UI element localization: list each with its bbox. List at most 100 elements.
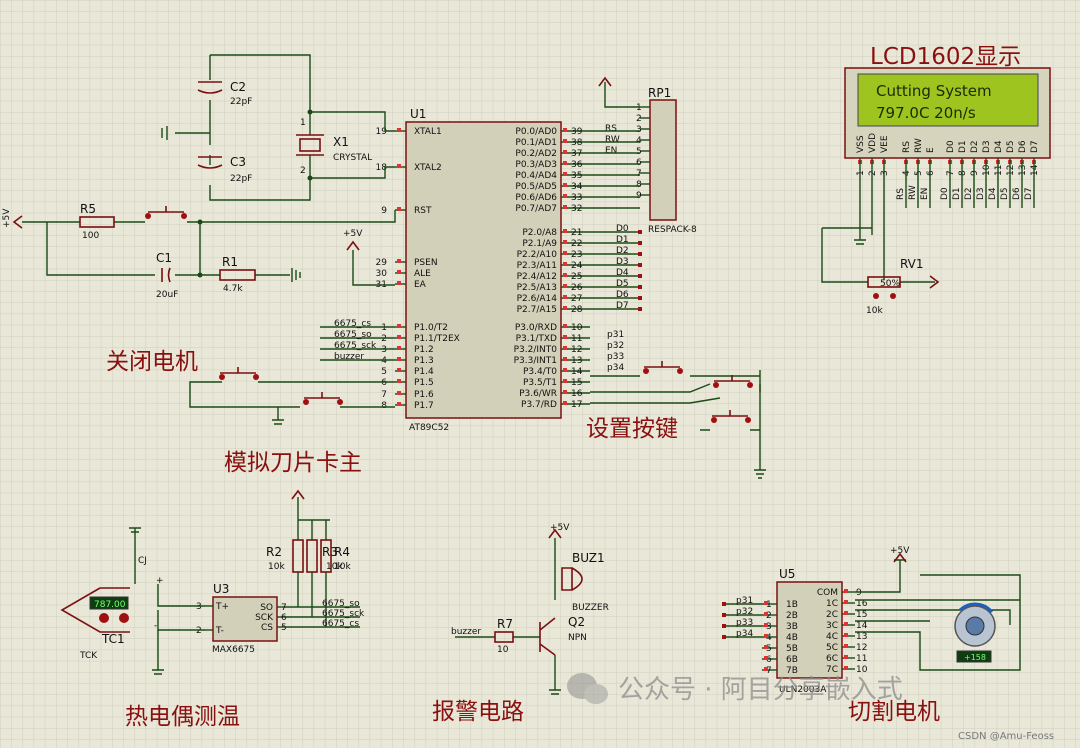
u1-pin-name-4: P1.3 <box>414 356 434 366</box>
r7-ref: R7 <box>497 617 513 631</box>
rp1-pin-3: 3 <box>636 125 642 135</box>
u1-pin-name-6: P1.5 <box>414 378 434 388</box>
u5-pin-num-14: 14 <box>856 621 868 631</box>
u1-pin-num-35: 35 <box>571 171 582 181</box>
u1-pin-num-8: 8 <box>381 401 387 411</box>
u1-pin-num-32: 32 <box>571 204 582 214</box>
rv1-ref: RV1 <box>900 257 924 271</box>
net-p0-EN: EN <box>605 146 617 156</box>
lcd-pin-num-4: 4 <box>902 170 912 176</box>
lcd-pin-num-2: 2 <box>868 170 878 176</box>
u1-pin-num-38: 38 <box>571 138 583 148</box>
r5-value: 100 <box>82 231 99 241</box>
u1-pin-num-2: 2 <box>381 334 387 344</box>
u1-pin-name-21: P2.0/A8 <box>522 228 557 238</box>
label-alarm: 报警电路 <box>432 699 524 725</box>
net-p2-D0: D0 <box>616 224 629 234</box>
u5-pin-num-12: 12 <box>856 643 867 653</box>
u1-pin-num-13: 13 <box>571 356 582 366</box>
rp1-pin-2: 2 <box>636 114 642 124</box>
lcd-pin-num-12: 12 <box>1006 165 1016 176</box>
u1-pin-num-7: 7 <box>381 390 387 400</box>
u1-pin-name-2: P1.1/T2EX <box>414 334 460 344</box>
max-net-6675_cs: 6675_cs <box>322 619 359 629</box>
net-p3-p31: p31 <box>607 330 624 340</box>
tc1-reading: 787.00 <box>94 600 126 610</box>
wechat-logo <box>567 673 608 704</box>
u1-ref: U1 <box>410 107 426 121</box>
net-p2-D2: D2 <box>616 246 629 256</box>
u1-pin-name-11: P3.1/TXD <box>516 334 557 344</box>
u1-pin-name-9: RST <box>414 206 432 216</box>
u1-pin-name-22: P2.1/A9 <box>522 239 557 249</box>
u1-pin-name-13: P3.3/INT1 <box>514 356 557 366</box>
stop-motor-buttons[interactable] <box>189 367 395 425</box>
u1-pin-name-24: P2.3/A11 <box>517 261 557 271</box>
u5-pin-num-9: 9 <box>856 588 862 598</box>
lcd-net-D3: D3 <box>976 187 986 200</box>
rv1-value: 10k <box>866 306 883 316</box>
u1-pin-name-27: P2.6/A14 <box>517 294 558 304</box>
u5-pin-num-2: 2 <box>766 611 772 621</box>
lcd-pin-name-D5: D5 <box>1006 140 1016 153</box>
u1-right-pins: 39P0.0/AD038P0.1/AD137P0.2/AD236P0.3/AD3… <box>514 127 590 410</box>
setting-keys[interactable] <box>590 361 766 479</box>
net-p2-D1: D1 <box>616 235 629 245</box>
u1-pin-name-31: EA <box>414 280 427 290</box>
u5-part: ULN2003A <box>779 685 827 695</box>
lcd-net-D2: D2 <box>964 187 974 200</box>
r1-ref: R1 <box>222 255 238 269</box>
lcd-net-D4: D4 <box>988 187 998 200</box>
lcd-pin-num-9: 9 <box>970 170 980 176</box>
net-p2-D3: D3 <box>616 257 629 267</box>
label-cut-motor: 切割电机 <box>848 699 940 725</box>
u1-pin-num-16: 16 <box>571 389 583 399</box>
reset-section[interactable]: +5V R5 100 C1 20uF R1 4.7k <box>2 202 396 300</box>
u5-pin-name-1B: 1B <box>786 600 798 610</box>
u1-pin-num-34: 34 <box>571 182 583 192</box>
uln-net-p32: p32 <box>736 607 753 617</box>
alarm-section[interactable]: +5V BUZ1 BUZZER R7 10 buzzer Q2 NPN <box>451 523 609 695</box>
u3-pin-name-2: T- <box>215 626 224 636</box>
u1-pin-name-33: P0.6/AD6 <box>515 193 557 203</box>
u1-pin-num-24: 24 <box>571 261 583 271</box>
u1-pin-name-3: P1.2 <box>414 345 434 355</box>
u5-pin-name-6B: 6B <box>786 655 798 665</box>
u5-pin-num-3: 3 <box>766 622 772 632</box>
rp1-pin-6: 6 <box>636 158 642 168</box>
lcd-pin-num-7: 7 <box>946 170 956 176</box>
u5-pin-num-1: 1 <box>766 600 772 610</box>
tc1-ref: TC1 <box>101 632 125 646</box>
motor-vcc-label: +5V <box>890 546 910 556</box>
ea-vcc-label: +5V <box>343 229 363 239</box>
u1-pin-name-35: P0.4/AD4 <box>515 171 557 181</box>
q2-part: NPN <box>568 633 587 643</box>
label-thermocouple: 热电偶测温 <box>125 704 240 730</box>
rp1-pin-5: 5 <box>636 147 642 157</box>
rp1-part: RESPACK-8 <box>648 225 697 235</box>
crystal-section[interactable]: C2 22pF C3 22pF X1 CRYSTAL 1 2 <box>161 54 395 201</box>
u1-pin-name-39: P0.0/AD0 <box>515 127 557 137</box>
buz1-ref: BUZ1 <box>572 551 605 565</box>
lcd-net-EN: EN <box>920 188 930 200</box>
lcd-pin-num-1: 1 <box>856 170 866 176</box>
ea-power: +5V <box>343 229 395 286</box>
lcd1602-display[interactable]: LCD1602显示 Cutting System 797.0C 20n/s VS… <box>821 44 1051 316</box>
label-stop-motor: 关闭电机 <box>106 349 198 375</box>
u1-pin-num-19: 19 <box>376 127 388 137</box>
u1-pin-num-25: 25 <box>571 272 582 282</box>
rp1-ref: RP1 <box>648 86 671 100</box>
u1-pin-num-5: 5 <box>381 367 387 377</box>
u1-pin-name-34: P0.5/AD5 <box>515 182 557 192</box>
net-p2-D4: D4 <box>616 268 629 278</box>
lcd-pin-name-VDD: VDD <box>868 133 878 153</box>
u1-pin-name-10: P3.0/RXD <box>515 323 557 333</box>
u5-pin-num-5: 5 <box>766 644 772 654</box>
u5-pin-name-6C: 6C <box>826 654 838 664</box>
